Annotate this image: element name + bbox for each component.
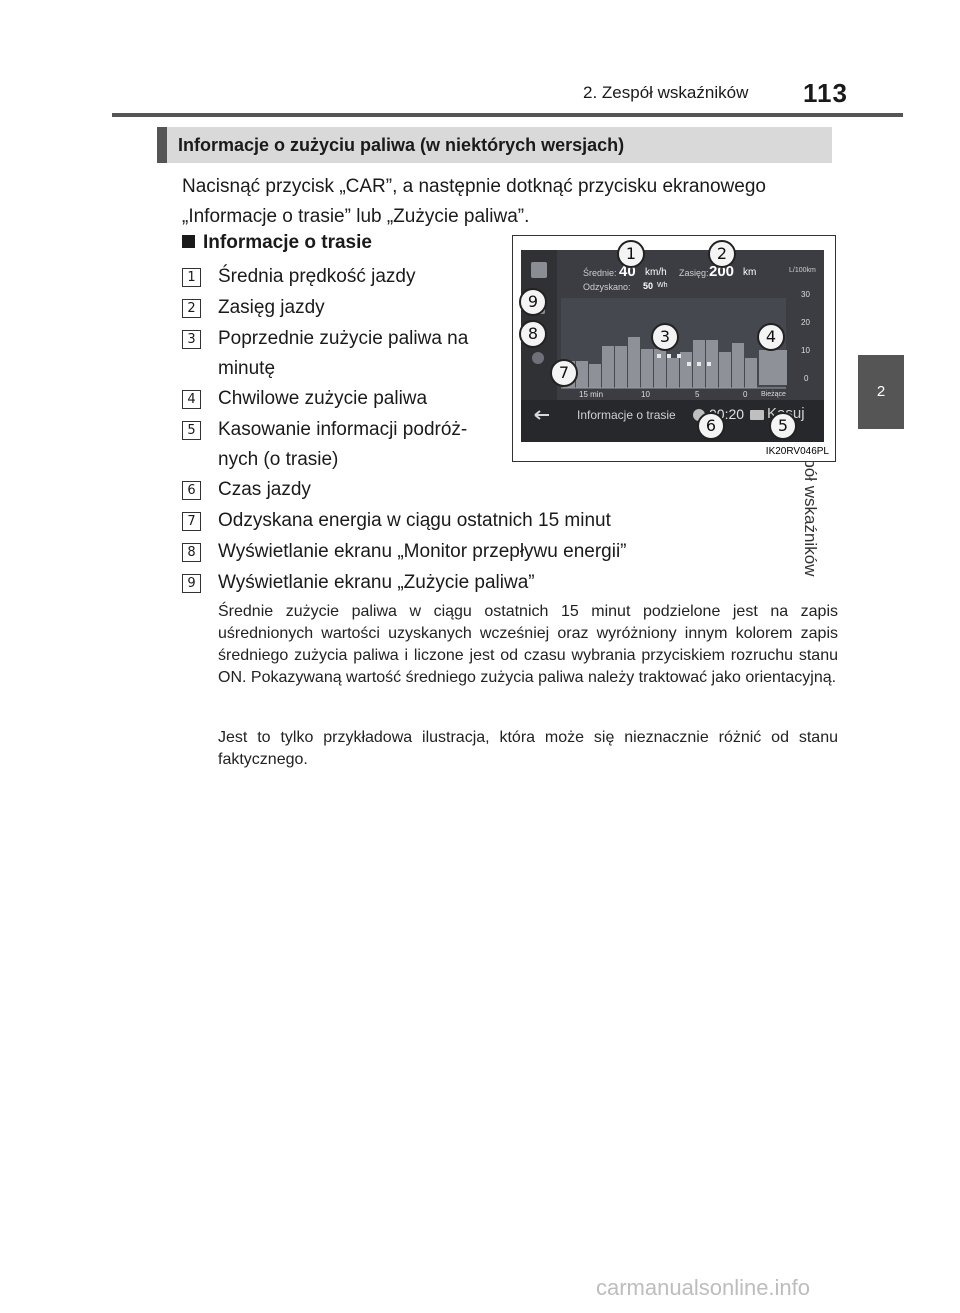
avg-speed-unit: km/h	[645, 267, 667, 278]
trip-info-illustration: Średnie: 40 km/h Zasięg: 200 km L/100km …	[512, 235, 836, 462]
intro-line-1: Nacisnąć przycisk „CAR”, a następnie dot…	[182, 176, 766, 197]
history-bar	[654, 349, 666, 388]
consumption-unit: L/100km	[789, 267, 816, 274]
chapter-tab-label: Zespół wskaźników	[801, 430, 904, 620]
note-paragraph: Średnie zużycie paliwa w ciągu ostatnich…	[218, 603, 838, 686]
callout-5: 5	[769, 412, 797, 440]
y-tick: 20	[801, 318, 810, 327]
item-text: Wyświetlanie ekranu „Zużycie paliwa”	[218, 572, 535, 593]
item-text: Kasowanie informacji podróż-	[218, 419, 468, 440]
recovered-value: 50	[643, 281, 654, 291]
settings-icon	[532, 352, 544, 364]
history-bar	[680, 352, 692, 388]
chapter-tab-number: 2	[858, 355, 904, 429]
history-bar	[628, 337, 640, 388]
range-value: 200	[709, 263, 735, 280]
item-number: 5	[182, 421, 201, 440]
current-consumption-bar	[759, 350, 787, 385]
current-label: Bieżące	[761, 391, 786, 398]
recovered-label: Odzyskano:	[583, 282, 631, 292]
item-number: 2	[182, 299, 201, 318]
section-heading-text: Informacje o zużyciu paliwa (w niektóryc…	[178, 135, 625, 155]
item-text: Czas jazdy	[218, 479, 311, 500]
x-tick: 15 min	[579, 390, 604, 399]
history-bar	[641, 349, 653, 388]
callout-9: 9	[519, 288, 547, 316]
avg-speed-label: Średnie:	[583, 268, 617, 278]
subheading: Informacje o trasie	[182, 232, 372, 254]
history-bar	[732, 343, 744, 388]
history-bar	[745, 358, 757, 388]
car-icon	[531, 262, 547, 278]
y-tick: 10	[801, 346, 810, 355]
watermark: carmanualsonline.info	[596, 1275, 811, 1300]
item-number: 7	[182, 512, 201, 531]
item-number: 1	[182, 268, 201, 287]
page-number: 113	[803, 78, 848, 108]
callout-1: 1	[617, 240, 645, 268]
screen-title: Informacje o trasie	[577, 408, 676, 422]
item-text: Średnia prędkość jazdy	[218, 266, 416, 287]
section-heading: Informacje o zużyciu paliwa (w niektóryc…	[157, 127, 832, 163]
history-bar	[589, 364, 601, 388]
x-tick: 10	[641, 390, 650, 399]
history-bar	[615, 346, 627, 388]
callout-8: 8	[519, 320, 547, 348]
y-tick: 30	[801, 290, 810, 299]
running-header-chapter: 2. Zespół wskaźników	[583, 83, 749, 102]
item-number: 3	[182, 330, 201, 349]
note-paragraph: Jest to tylko przykładowa ilustracja, kt…	[218, 729, 838, 768]
callout-7: 7	[550, 359, 578, 387]
callout-6: 6	[697, 412, 725, 440]
section-heading-bar	[157, 127, 167, 163]
square-bullet-icon	[182, 235, 195, 248]
reset-icon	[750, 410, 764, 420]
figure-code: IK20RV046PL	[765, 446, 829, 457]
history-bar	[706, 340, 718, 388]
item-number: 6	[182, 481, 201, 500]
history-bar	[667, 358, 679, 388]
history-bars	[563, 337, 757, 388]
intro-line-2: „Informacje o trasie” lub „Zużycie paliw…	[182, 206, 530, 227]
history-bar	[576, 361, 588, 388]
subheading-text: Informacje o trasie	[203, 232, 372, 253]
recovered-unit: Wh	[657, 282, 668, 289]
item-text: Wyświetlanie ekranu „Monitor przepływu e…	[218, 541, 627, 562]
item-number: 9	[182, 574, 201, 593]
x-tick: 0	[743, 390, 748, 399]
item-text: Chwilowe zużycie paliwa	[218, 388, 428, 409]
item-text-cont: minutę	[218, 358, 276, 379]
item-text-cont: nych (o trasie)	[218, 449, 339, 470]
y-tick: 0	[804, 374, 809, 383]
item-number: 4	[182, 390, 201, 409]
callout-3: 3	[651, 323, 679, 351]
item-number: 8	[182, 543, 201, 562]
item-text: Zasięg jazdy	[218, 297, 325, 318]
x-tick: 5	[695, 390, 700, 399]
range-label: Zasięg:	[679, 268, 709, 278]
history-bar	[602, 346, 614, 388]
callout-2: 2	[708, 240, 736, 268]
recovered-energy-marks	[657, 354, 711, 366]
history-bar	[719, 352, 731, 388]
header-rule	[112, 113, 903, 117]
callout-4: 4	[757, 323, 785, 351]
item-text: Odzyskana energia w ciągu ostatnich 15 m…	[218, 510, 611, 531]
back-icon	[534, 410, 549, 420]
range-unit: km	[743, 267, 757, 278]
item-text: Poprzednie zużycie paliwa na	[218, 328, 469, 349]
